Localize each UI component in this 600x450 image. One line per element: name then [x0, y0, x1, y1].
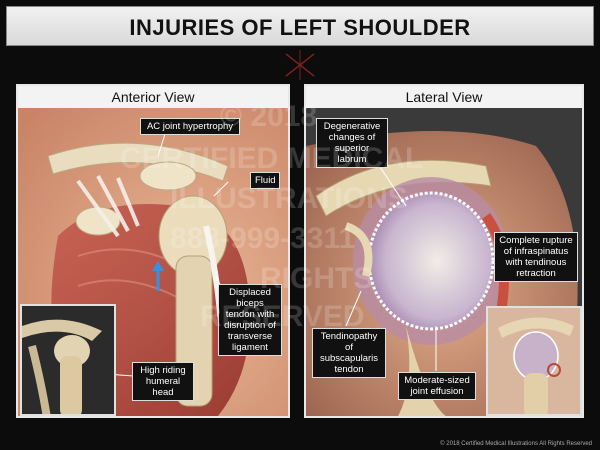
anterior-view-heading: Anterior View [18, 86, 288, 109]
crosshair-icon [285, 50, 315, 80]
copyright-footer: © 2018 Certified Medical Illustrations A… [440, 441, 592, 447]
title-bar: INJURIES OF LEFT SHOULDER [6, 6, 594, 46]
anterior-view-panel: Anterior View [16, 84, 290, 418]
callout-infraspinatus: Complete rupture of infraspinatus with t… [494, 232, 578, 282]
callout-biceps-tendon: Displaced biceps tendon with disruption … [218, 284, 282, 356]
callout-ac-joint: AC joint hypertrophy [140, 118, 240, 135]
lateral-view-panel: Lateral View [304, 84, 584, 418]
lateral-inset-image [486, 306, 582, 416]
lateral-inset-illustration [488, 308, 580, 414]
page-title: INJURIES OF LEFT SHOULDER [129, 15, 471, 40]
callout-joint-effusion: Moderate-sized joint effusion [398, 372, 476, 400]
callout-humeral-head: High riding humeral head [132, 362, 194, 401]
anterior-inset-illustration [22, 306, 114, 414]
anterior-inset-image [20, 304, 116, 416]
callout-subscapularis: Tendinopathy of subscapularis tendon [312, 328, 386, 378]
callout-fluid: Fluid [250, 172, 280, 189]
callout-superior-labrum: Degenerative changes of superior labrum [316, 118, 388, 168]
